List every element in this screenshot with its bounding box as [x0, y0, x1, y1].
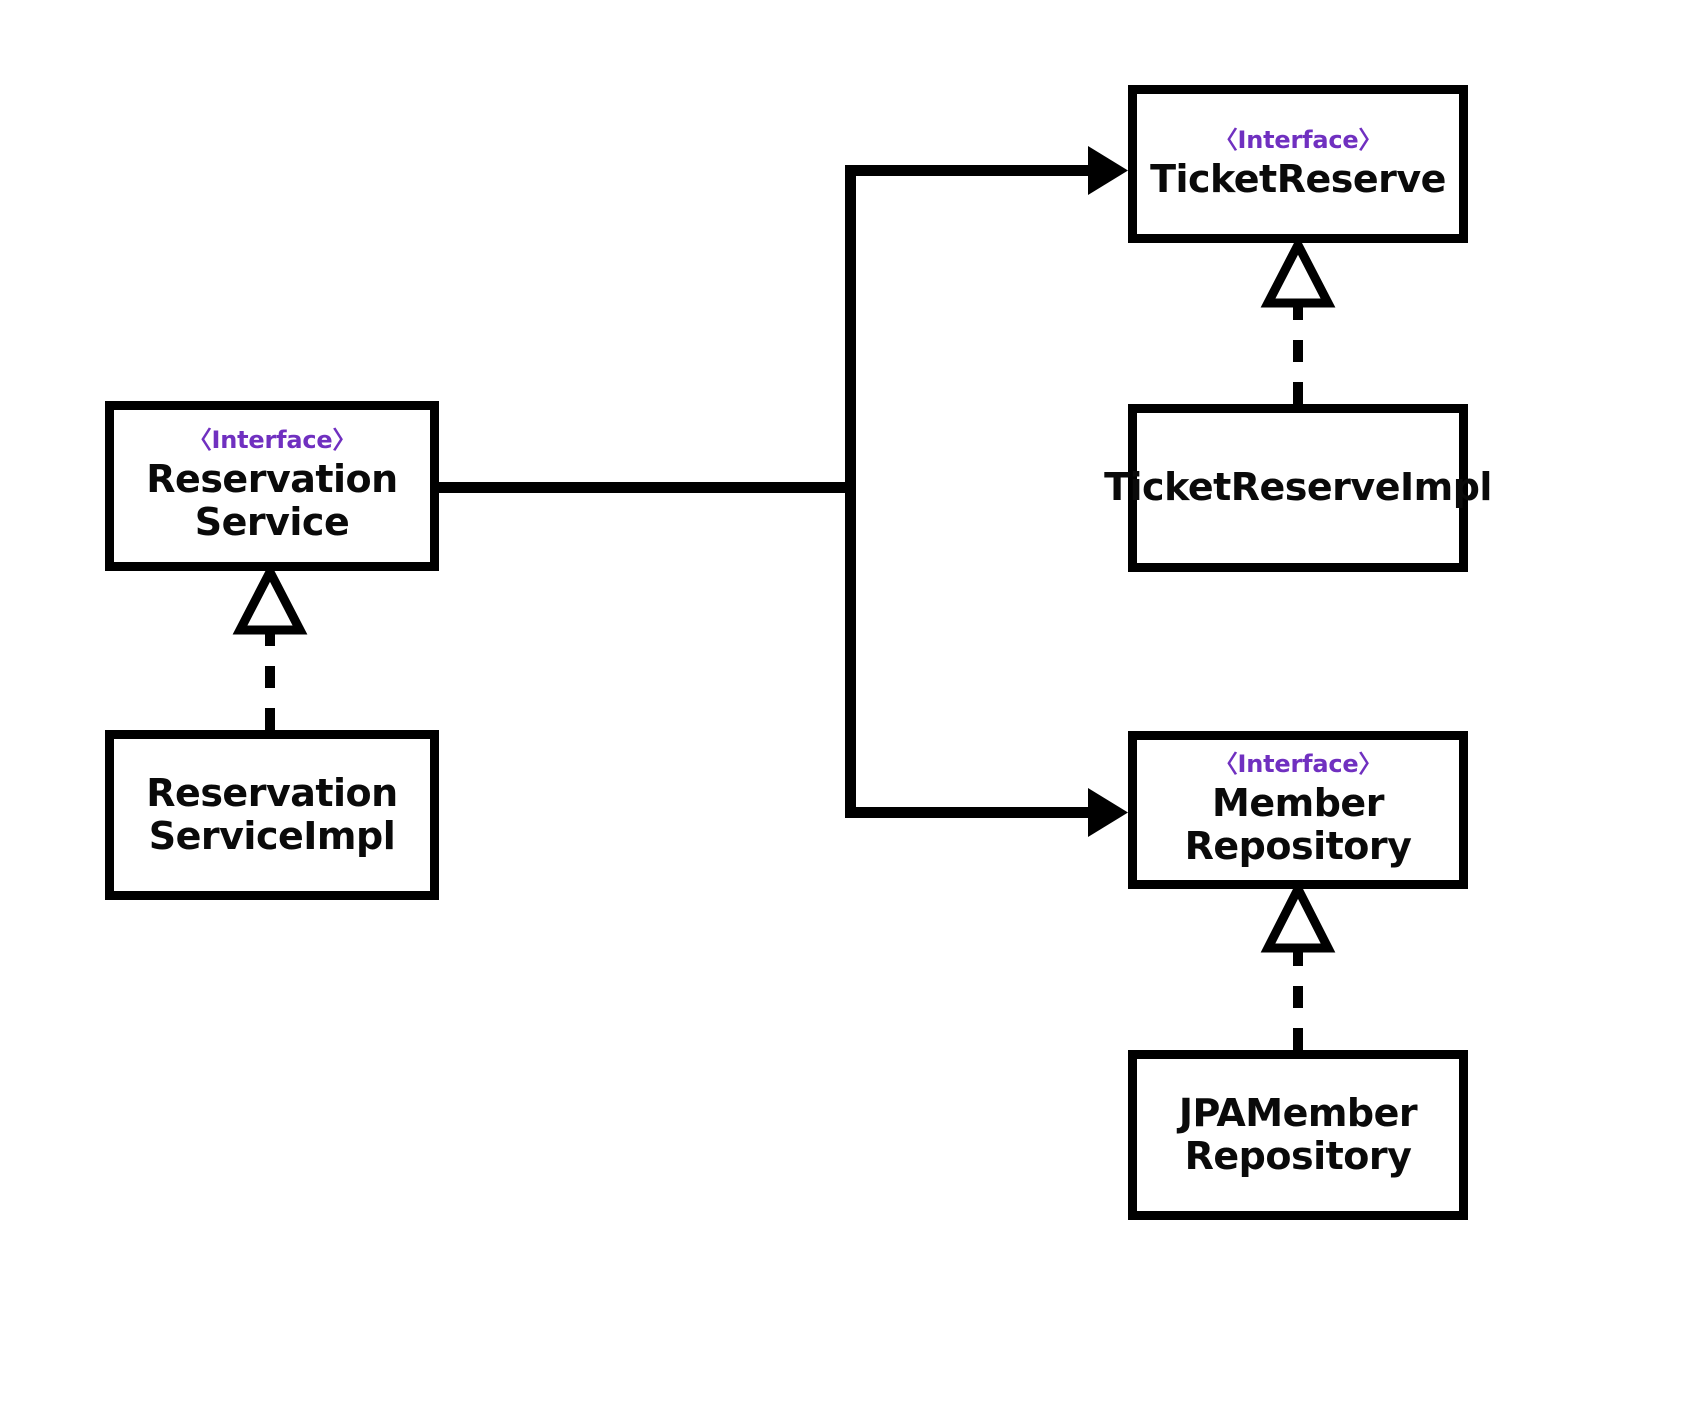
class-box-ticket-reserve-impl[interactable]: TicketReserveImpl: [1104, 404, 1492, 572]
class-box-reservation-service[interactable]: 〈Interface〉 Reservation Service: [105, 401, 439, 571]
connector-to-ticketreserve-horizontal: [845, 165, 1095, 176]
connector-trunk-vertical: [845, 165, 856, 818]
class-name-ticket-reserve-impl: TicketReserveImpl: [1104, 465, 1492, 510]
class-name-jpa-member-repository: JPAMember Repository: [1178, 1090, 1418, 1178]
stereotype-label-member-repository: 〈Interface〉: [1213, 750, 1383, 779]
class-name-member-repository: Member Repository: [1184, 780, 1412, 869]
class-box-jpa-member-repository[interactable]: JPAMember Repository: [1128, 1050, 1468, 1220]
stereotype-label-reservation-service: 〈Interface〉: [187, 426, 357, 455]
connector-reservationservice-horizontal: [439, 482, 855, 493]
connector-to-memberrepository-horizontal: [845, 807, 1095, 818]
hollow-triangle-reservationservice: [232, 562, 308, 635]
hollow-triangle-memberrepository: [1260, 879, 1336, 953]
class-name-reservation-service: Reservation Service: [146, 456, 398, 545]
hollow-triangle-ticketreserve: [1260, 235, 1336, 308]
class-box-reservation-service-impl[interactable]: Reservation ServiceImpl: [105, 730, 439, 900]
class-name-reservation-service-impl: Reservation ServiceImpl: [146, 770, 398, 858]
class-box-ticket-reserve[interactable]: 〈Interface〉 TicketReserve: [1128, 85, 1468, 243]
class-name-ticket-reserve: TicketReserve: [1150, 156, 1446, 201]
class-box-member-repository[interactable]: 〈Interface〉 Member Repository: [1128, 731, 1468, 889]
stereotype-label-ticket-reserve: 〈Interface〉: [1213, 126, 1383, 155]
